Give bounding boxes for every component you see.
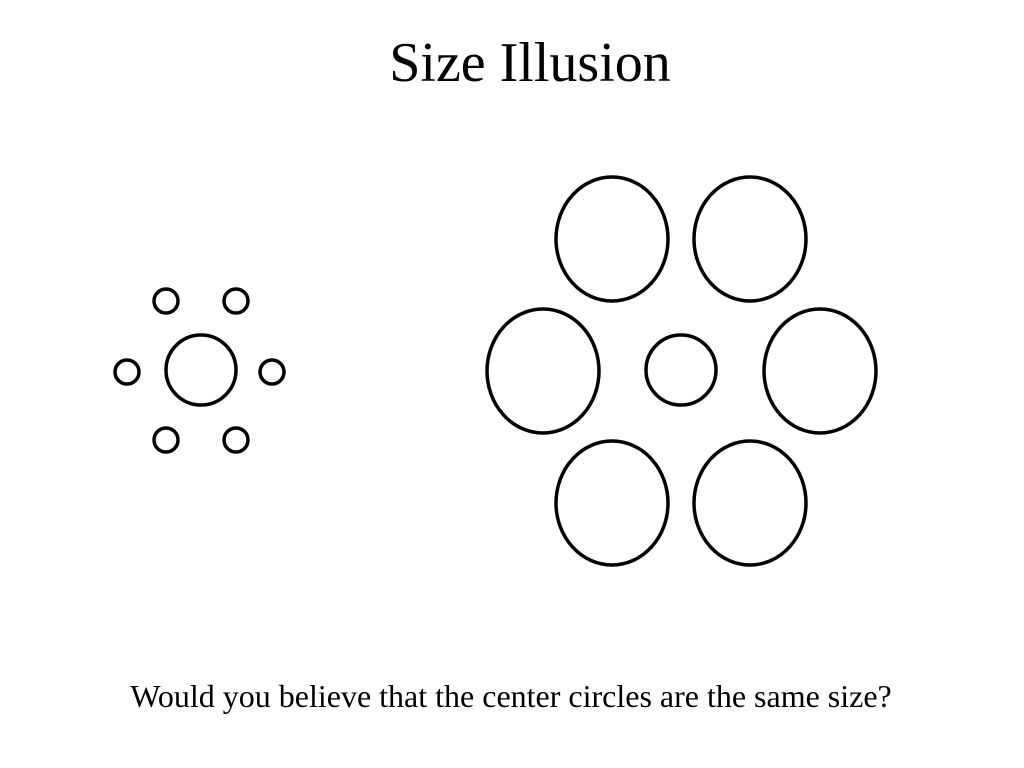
right-surround-circle-right xyxy=(762,307,878,435)
right-surround-circle-top-left xyxy=(554,175,670,303)
slide-caption: Would you believe that the center circle… xyxy=(130,678,892,714)
large-surround-group xyxy=(485,175,878,567)
left-surround-circle-left xyxy=(113,358,141,386)
left-center-circle xyxy=(164,333,238,407)
right-surround-circle-bottom-left xyxy=(554,439,670,567)
left-surround-circle-right xyxy=(258,358,286,386)
left-surround-circle-bottom-left xyxy=(152,426,180,454)
small-surround-group xyxy=(113,287,286,454)
left-surround-circle-top-left xyxy=(152,287,180,315)
right-surround-circle-left xyxy=(485,307,601,435)
right-center-circle xyxy=(644,333,718,407)
right-surround-circle-bottom-right xyxy=(692,439,808,567)
slide-title: Size Illusion xyxy=(389,32,671,94)
right-surround-circle-top-right xyxy=(692,175,808,303)
left-surround-circle-top-right xyxy=(222,287,250,315)
left-surround-circle-bottom-right xyxy=(222,426,250,454)
